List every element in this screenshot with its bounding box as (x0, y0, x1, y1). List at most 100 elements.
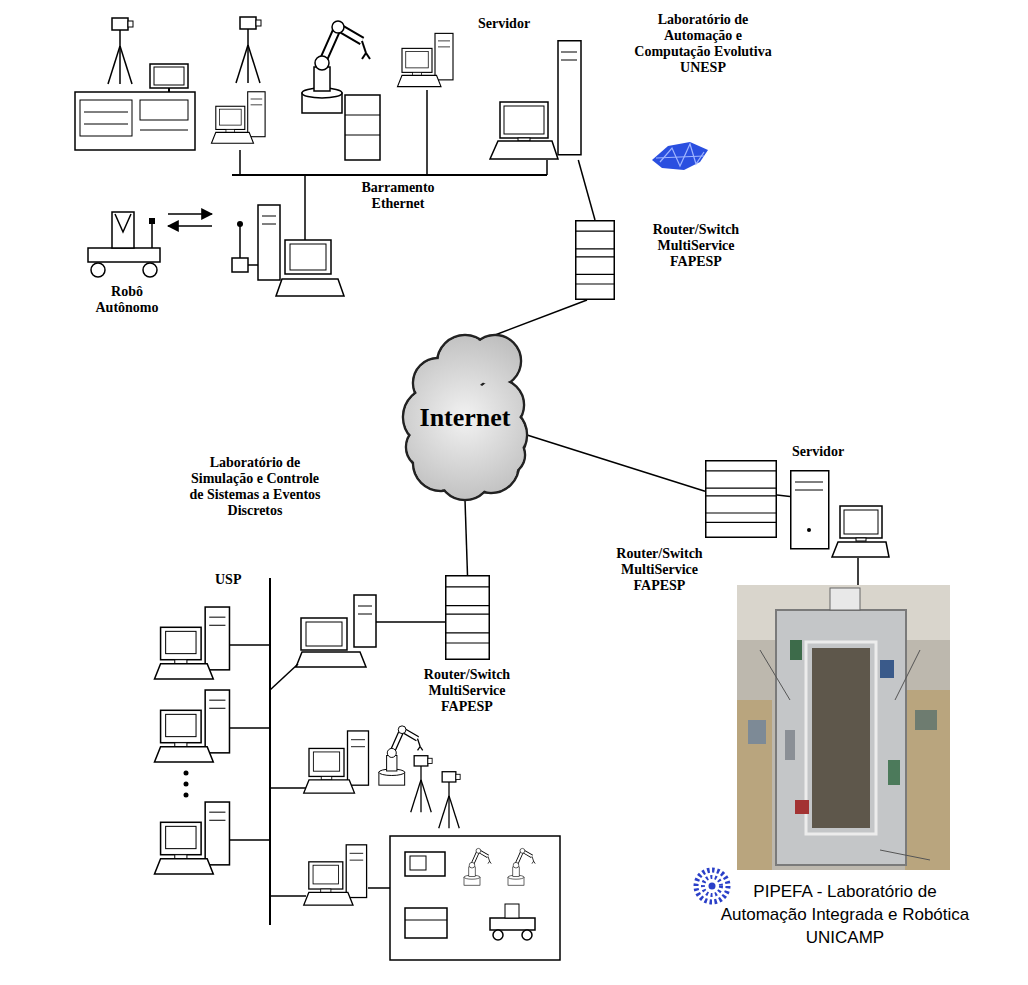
unesp-equipment (290, 244, 326, 270)
unesp-equipment (154, 67, 184, 85)
server-node: Servidor (790, 470, 890, 558)
unesp-equipment (75, 92, 195, 150)
usp-equipment (439, 772, 460, 829)
robot-label: Robô Autônomo (82, 284, 172, 316)
unesp-equipment (140, 100, 188, 120)
network-link (777, 495, 790, 496)
usp-equipment (405, 852, 445, 876)
router-icon (445, 613, 490, 614)
usp-equipment (301, 618, 347, 650)
unicamp-photo (888, 760, 900, 785)
unesp-equipment (232, 174, 547, 176)
unicamp-photo (880, 850, 930, 860)
unicamp-logo (696, 870, 728, 902)
router-icon (575, 220, 615, 300)
unesp-equipment (262, 224, 276, 225)
unesp-equipment (345, 95, 380, 160)
unicamp-photo (748, 720, 766, 744)
server2-icon (844, 510, 878, 534)
usp-equipment (354, 595, 376, 647)
network-link (465, 500, 468, 575)
unesp-equipment (232, 258, 248, 272)
autonomous-robot (88, 248, 160, 262)
unesp-equipment (398, 33, 454, 86)
unicamp-photo (776, 610, 906, 865)
usp-equipment (184, 771, 189, 776)
server2-icon (795, 482, 823, 483)
router-icon (705, 460, 777, 538)
device-label: Servidor (478, 16, 530, 32)
usp-equipment (304, 731, 369, 793)
unesp-logo (652, 142, 708, 170)
server1-icon (504, 106, 544, 134)
unesp-equipment (239, 226, 241, 258)
network-link (527, 435, 705, 491)
server2-icon (856, 538, 866, 541)
unesp-equipment (426, 90, 428, 175)
usp-equipment (154, 607, 229, 679)
unicamp-photo (790, 640, 802, 660)
usp-equipment (270, 895, 306, 897)
cloud-icon (486, 436, 523, 473)
unicamp-photo (905, 690, 950, 870)
server2-icon (795, 490, 823, 491)
router-icon (575, 248, 615, 249)
unesp-equipment (75, 17, 547, 296)
server1-icon (500, 102, 548, 138)
router-node: Router/Switch MultiService FAPESP (445, 575, 490, 660)
usp-equipment (522, 930, 532, 940)
usp-equipment (368, 887, 390, 889)
unicamp-photo (857, 558, 859, 585)
unesp-equipment (248, 264, 258, 266)
router-icon (445, 632, 490, 633)
unesp-equipment (276, 279, 344, 296)
server1-icon (561, 52, 577, 53)
router-icon (705, 495, 777, 496)
unesp-equipment (546, 160, 548, 175)
autonomous-robot (115, 214, 131, 232)
router-icon (575, 283, 615, 284)
unesp-equipment (304, 175, 306, 240)
unicamp-photo (760, 650, 790, 700)
usp-equipment (411, 756, 432, 813)
autonomous-robot (91, 263, 105, 277)
router-icon (705, 488, 777, 489)
internet-cloud: Internet (403, 335, 527, 500)
autonomous-robot (149, 218, 155, 224)
autonomous-robot (151, 224, 153, 248)
server2-icon (791, 471, 829, 549)
usp-equipment (410, 856, 426, 870)
unicamp-photo (795, 800, 809, 814)
router-icon (705, 522, 777, 523)
server1-icon (561, 60, 577, 61)
server1-icon (558, 41, 581, 155)
unesp-equipment (262, 216, 276, 217)
router-icon (705, 470, 777, 471)
server2-icon (807, 528, 811, 532)
router-icon (575, 231, 615, 232)
autonomous-robot (143, 263, 157, 277)
usp-equipment (269, 578, 271, 925)
device-label: Router/Switch MultiService FAPESP (597, 546, 722, 594)
unesp-equipment (285, 240, 331, 274)
usp-equipment (405, 908, 447, 938)
autonomous-robot (88, 212, 212, 277)
usp-equipment (464, 848, 491, 885)
unicamp-photo (830, 588, 860, 610)
cloud-icon (470, 336, 519, 385)
router-icon (445, 642, 490, 643)
usp-equipment (270, 664, 298, 690)
cloud-label: Internet (420, 403, 511, 433)
unesp-equipment (211, 92, 265, 143)
server2-icon (790, 470, 890, 558)
network-link (495, 300, 587, 335)
usp-equipment (230, 727, 270, 729)
usp-equipment (505, 904, 519, 918)
unicamp-photo (737, 585, 950, 870)
usp-equipment (270, 787, 306, 789)
router-icon (445, 605, 490, 606)
unesp-equipment (84, 124, 128, 125)
device-label: Router/Switch MultiService FAPESP (637, 222, 755, 270)
unicamp-logo (696, 870, 728, 902)
